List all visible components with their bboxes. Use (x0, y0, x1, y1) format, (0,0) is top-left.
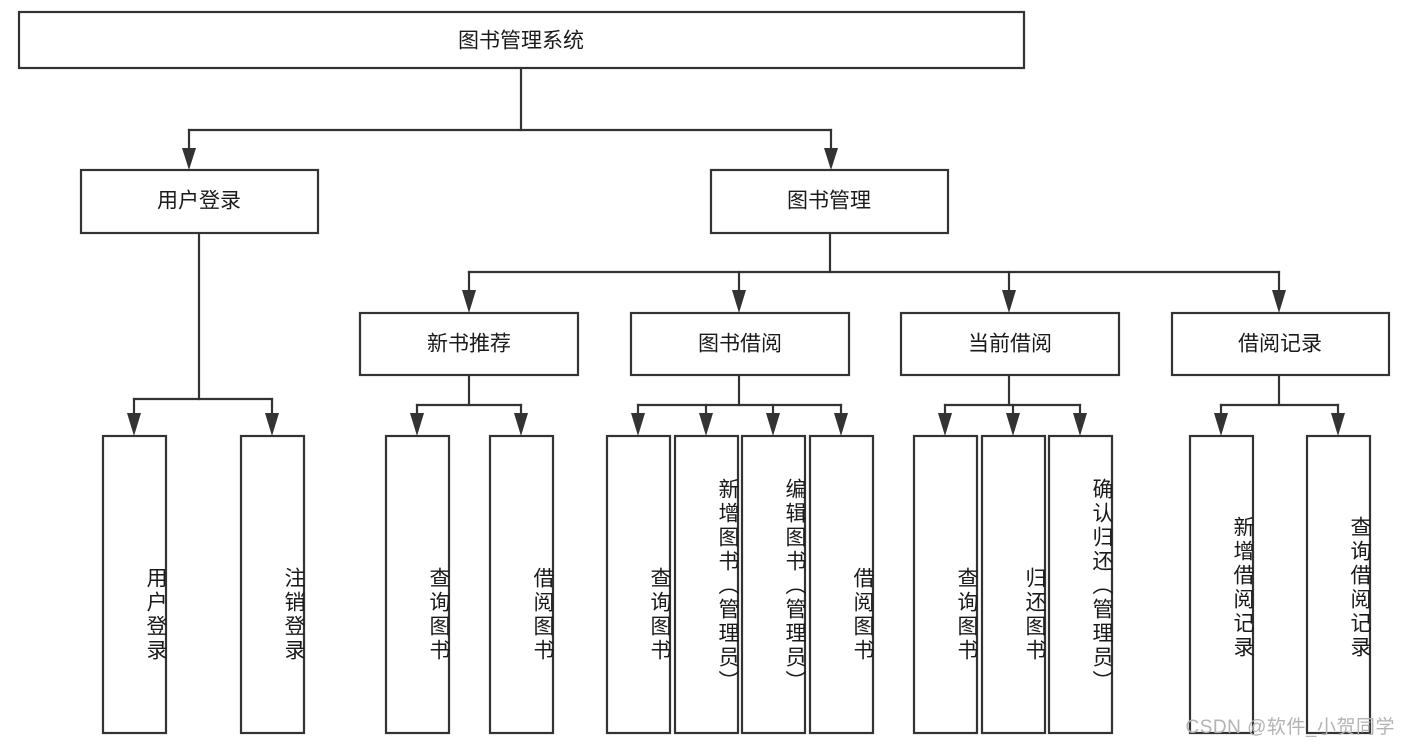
node-leaf-return-book[interactable] (980, 434, 1047, 735)
arrow-head-leaf-return-book (1006, 413, 1020, 436)
node-leaf-add-record[interactable] (1188, 434, 1255, 735)
connector-group-new-book-recommend (410, 373, 528, 436)
label-user-login: 用户登录 (157, 190, 241, 213)
arrow-head-leaf-user-login (127, 413, 141, 436)
node-leaf-edit-book[interactable] (740, 434, 807, 735)
arrow-head-leaf-add-record (1214, 413, 1228, 436)
node-leaf-user-login[interactable] (101, 434, 168, 735)
node-leaf-query-book-1[interactable] (384, 434, 451, 735)
node-book-borrow[interactable] (629, 311, 851, 377)
watermark-text: CSDN @软件_小贺同学 (1185, 717, 1395, 738)
label-root: 图书管理系统 (458, 30, 584, 53)
node-leaf-query-book-3[interactable] (912, 434, 979, 735)
arrow-head-leaf-borrow-book-1 (514, 413, 528, 436)
node-book-management[interactable] (709, 168, 950, 235)
arrow-head-user-login (182, 148, 196, 170)
arrow-head-leaf-logout (265, 413, 279, 436)
connector-group-root (182, 66, 838, 170)
connector-group-book-management (462, 231, 1286, 313)
node-leaf-borrow-book-2[interactable] (808, 434, 875, 735)
node-leaf-add-book[interactable] (673, 434, 740, 735)
arrow-head-borrow-record (1272, 290, 1286, 313)
label-current-borrow: 当前借阅 (968, 333, 1052, 356)
arrow-head-leaf-query-book-2 (631, 413, 645, 436)
connector-group-borrow-record (1214, 373, 1345, 436)
node-user-login[interactable] (79, 168, 320, 235)
node-new-book-recommend[interactable] (358, 311, 580, 377)
arrow-head-book-management (824, 148, 838, 170)
label-book-borrow: 图书借阅 (698, 333, 782, 356)
node-leaf-query-record[interactable] (1305, 434, 1372, 735)
arrow-head-leaf-query-book-1 (410, 413, 424, 436)
node-leaf-query-book-2[interactable] (605, 434, 672, 735)
connector-group-book-borrow (631, 373, 848, 436)
node-borrow-record[interactable] (1170, 311, 1391, 377)
label-borrow-record: 借阅记录 (1238, 333, 1322, 356)
arrow-head-new-book-recommend (462, 290, 476, 313)
arrow-head-leaf-confirm-return (1073, 413, 1087, 436)
arrow-head-leaf-borrow-book-2 (834, 413, 848, 436)
connector-group-user-login (127, 231, 279, 436)
arrow-head-leaf-edit-book (766, 413, 780, 436)
arrow-head-leaf-query-book-3 (938, 413, 952, 436)
arrow-head-leaf-query-record (1331, 413, 1345, 436)
node-leaf-logout[interactable] (239, 434, 306, 735)
node-leaf-confirm-return[interactable] (1047, 434, 1114, 735)
label-new-book-recommend: 新书推荐 (427, 333, 511, 356)
arrow-head-book-borrow (732, 290, 746, 313)
label-book-management: 图书管理 (787, 190, 871, 213)
node-current-borrow[interactable] (899, 311, 1121, 377)
node-leaf-borrow-book-1[interactable] (488, 434, 555, 735)
arrow-head-leaf-add-book (699, 413, 713, 436)
arrow-head-current-borrow (1002, 290, 1016, 313)
connector-group-current-borrow (938, 373, 1087, 436)
node-root[interactable] (17, 10, 1026, 70)
